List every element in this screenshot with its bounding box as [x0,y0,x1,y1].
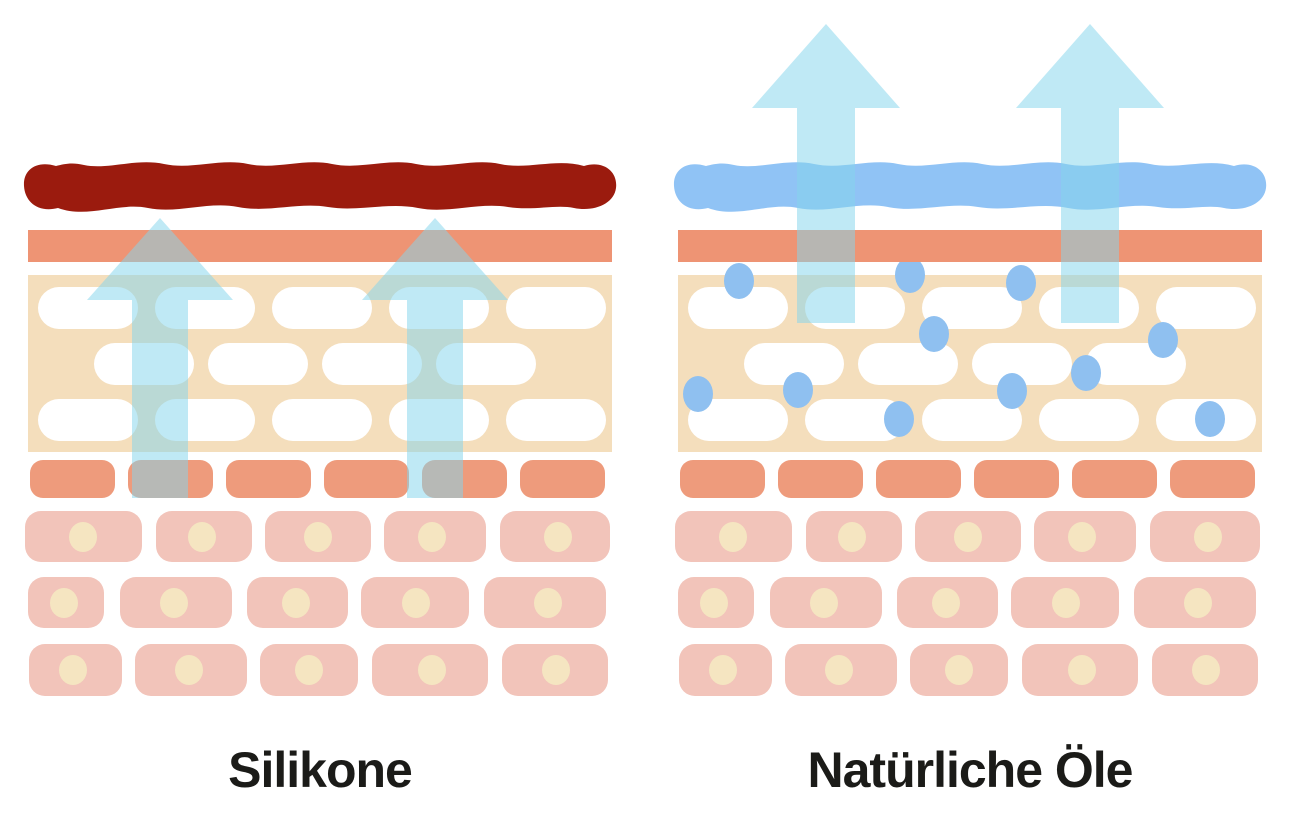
moisture-droplets [683,257,1225,437]
escaping-vapor-arrow-icon [1016,24,1164,323]
skin-surface-layer [28,230,612,262]
granular-cell-row [30,460,605,498]
silicone-film-band [23,162,617,212]
basal-cell-rows [675,511,1260,696]
basal-cell-rows [25,511,610,696]
corneocyte-cells [688,287,1256,441]
granular-cell-row [680,460,1255,498]
panel-natural-oils [673,24,1267,696]
blocked-vapor-arrow-icon [87,218,233,498]
panel-silicone [23,162,617,696]
caption-natural-oils: Natürliche Öle [808,742,1133,798]
skin-surface-layer [678,230,1262,262]
oil-film-band [673,162,1267,212]
escaping-vapor-arrow-icon [752,24,900,323]
blocked-vapor-arrow-icon [362,218,508,498]
corneocyte-cells [38,287,606,441]
caption-silicone: Silikone [228,742,412,798]
